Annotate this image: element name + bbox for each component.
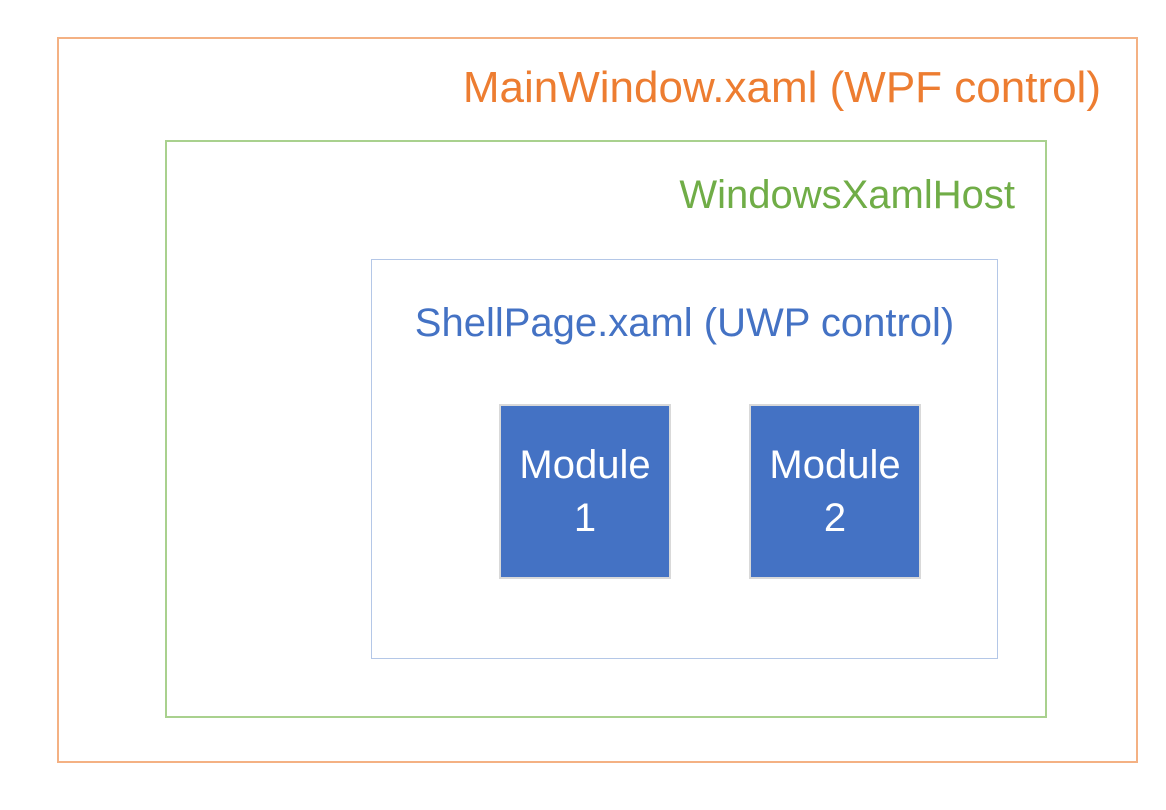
module-1-number: 1 [573, 495, 597, 540]
module-2-number: 2 [823, 495, 847, 540]
shellpage-uwp-label: ShellPage.xaml (UWP control) [414, 301, 955, 345]
module-1-box: Module 1 [499, 404, 671, 579]
mainwindow-wpf-box: MainWindow.xaml (WPF control) WindowsXam… [57, 37, 1138, 763]
shellpage-uwp-box: ShellPage.xaml (UWP control) Module 1 Mo… [371, 259, 998, 659]
module-1-name: Module [519, 442, 651, 487]
windowsxamlhost-label: WindowsXamlHost [679, 173, 1015, 217]
windowsxamlhost-box: WindowsXamlHost ShellPage.xaml (UWP cont… [165, 140, 1047, 718]
module-2-box: Module 2 [749, 404, 921, 579]
module-2-name: Module [769, 442, 901, 487]
mainwindow-wpf-label: MainWindow.xaml (WPF control) [462, 63, 1101, 112]
